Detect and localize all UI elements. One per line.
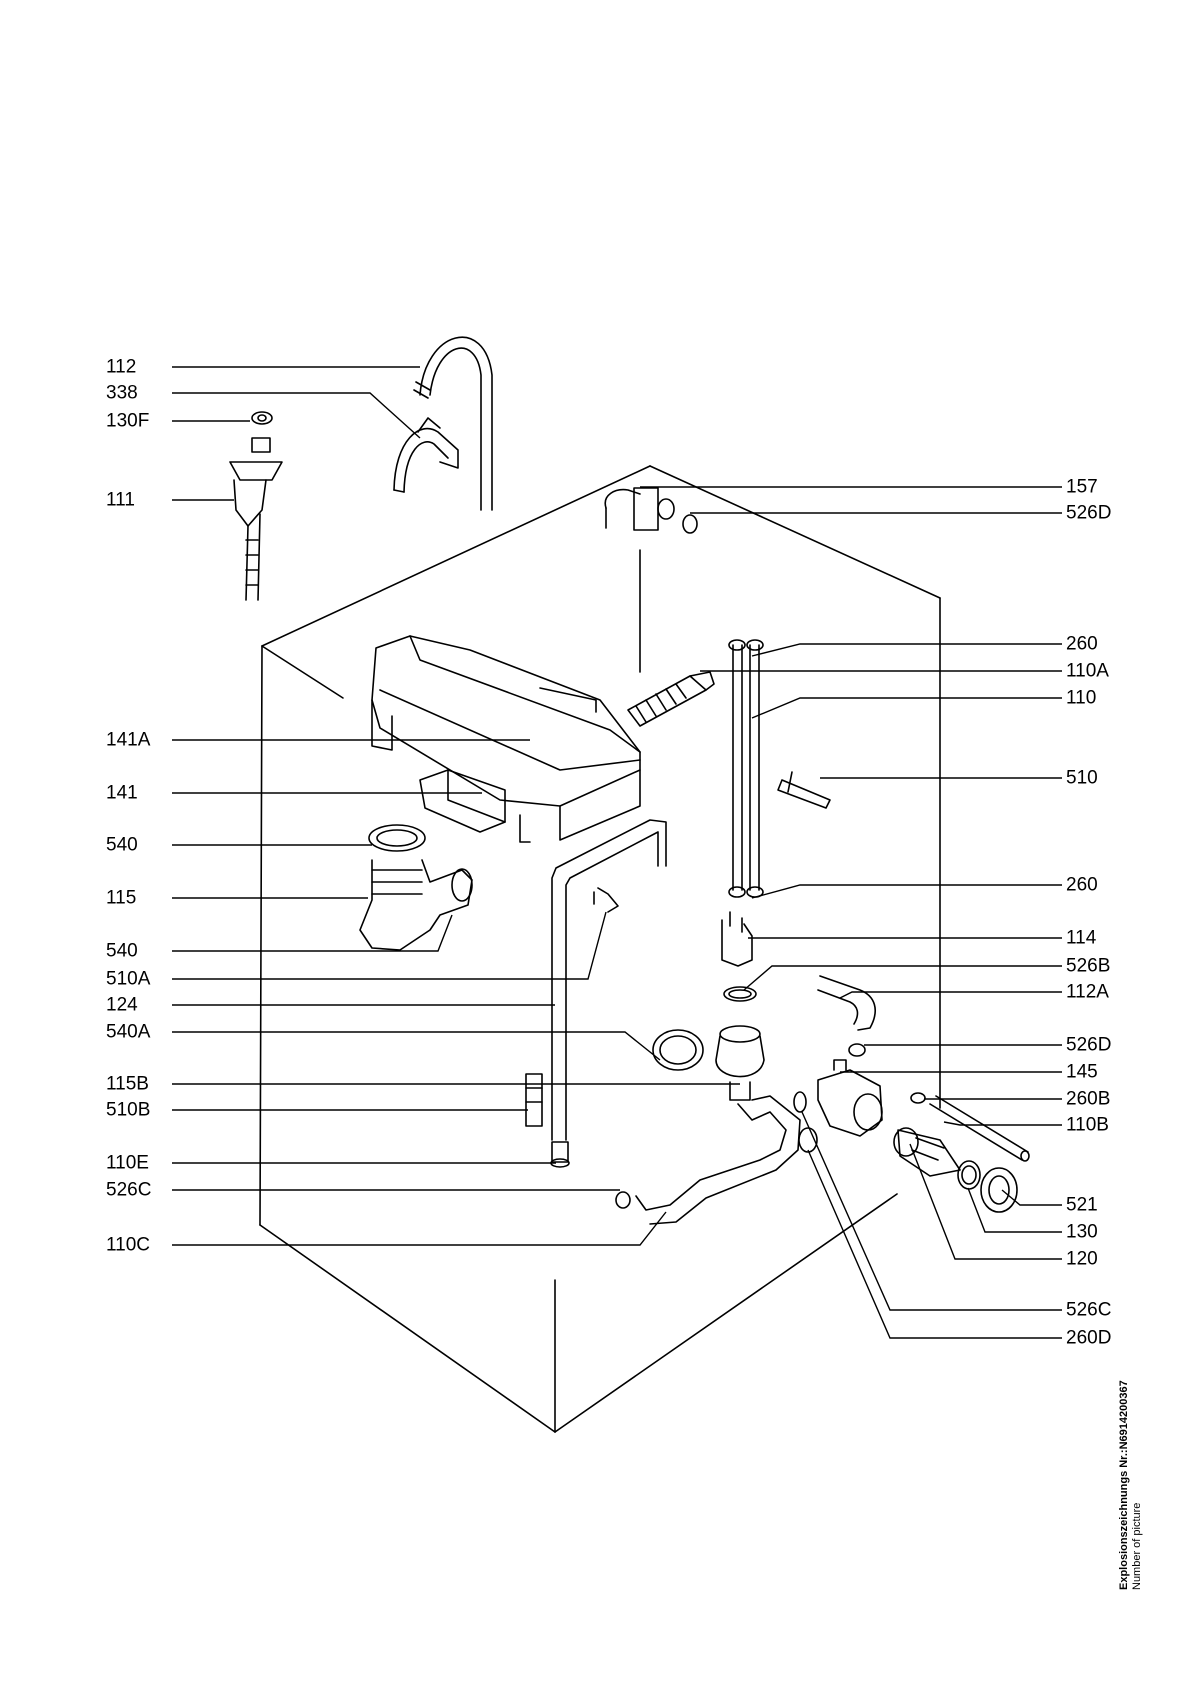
part-label: 141: [106, 782, 138, 804]
filter-housing-120: [893, 1127, 961, 1177]
leader-lines: [172, 366, 1062, 1339]
part-label: 157: [1066, 476, 1098, 498]
caption-line-2: Number of picture: [1131, 1502, 1143, 1590]
part-label: 112A: [1066, 981, 1109, 1003]
drain-hose-110C: [635, 1095, 801, 1225]
inlet-hose-112: [413, 336, 493, 511]
hose-clip-260D: [798, 1127, 818, 1153]
ring-540A: [652, 1029, 704, 1071]
part-label: 112: [106, 356, 137, 378]
rod-110B: [929, 1095, 1030, 1162]
part-label: 540: [106, 834, 138, 856]
hose-clip-526D-mid: [848, 1043, 866, 1057]
cabinet-outline: [259, 465, 941, 1433]
part-label: 110B: [1066, 1114, 1109, 1136]
seal-130: [957, 1160, 981, 1190]
part-label: 521: [1066, 1194, 1098, 1216]
part-label: 510B: [106, 1099, 151, 1121]
part-label: 526D: [1066, 502, 1112, 524]
part-label: 110A: [1066, 660, 1109, 682]
part-label: 110E: [106, 1152, 149, 1174]
tube-115B: [525, 1073, 543, 1127]
clamp-526B: [723, 986, 757, 1002]
hose-124: [551, 819, 667, 1141]
part-label: 338: [106, 382, 138, 404]
part-label: 260: [1066, 633, 1098, 655]
sump-chamber: [715, 1025, 765, 1101]
dispenser-duct-141: [419, 769, 506, 833]
part-label: 145: [1066, 1061, 1098, 1083]
part-label: 130F: [106, 410, 150, 432]
picture-number-caption: Explosionszeichnungs Nr.:N6914200367 Num…: [1118, 1380, 1143, 1590]
part-label: 526C: [1066, 1299, 1112, 1321]
hose-110A: [627, 671, 715, 727]
part-label: 130: [1066, 1221, 1098, 1243]
part-label: 260: [1066, 874, 1098, 896]
nozzle-114: [721, 911, 753, 967]
caption-line-1: Explosionszeichnungs Nr.:N6914200367: [1118, 1380, 1130, 1590]
part-label: 526B: [1066, 955, 1111, 977]
part-label: 115: [106, 887, 137, 909]
clip-510: [777, 771, 831, 809]
cap-521: [980, 1167, 1018, 1213]
part-label: 114: [1066, 927, 1097, 949]
hose-bracket-338: [393, 417, 459, 493]
hose-clip-526D-top: [682, 514, 698, 534]
part-label: 110C: [106, 1234, 151, 1256]
part-label: 510: [1066, 767, 1098, 789]
part-label: 510A: [106, 968, 151, 990]
inlet-valve-111: [229, 437, 283, 601]
vent-elbow-157: [604, 487, 675, 531]
part-label: 111: [106, 489, 135, 511]
part-label: 141A: [106, 729, 151, 751]
part-label: 526D: [1066, 1034, 1112, 1056]
part-label: 115B: [106, 1073, 149, 1095]
part-label: 260D: [1066, 1327, 1112, 1349]
part-label: 540A: [106, 1021, 151, 1043]
sump-hose-115: [359, 859, 473, 951]
part-label: 110: [1066, 687, 1097, 709]
hose-clip-526C-right: [793, 1091, 807, 1113]
dispenser-141A: [371, 635, 641, 843]
nut-130F: [251, 411, 273, 425]
part-label: 124: [106, 994, 138, 1016]
hose-110-pair: [728, 639, 764, 898]
ring-540-top: [368, 824, 426, 852]
part-label: 540: [106, 940, 138, 962]
clip-510A: [593, 887, 619, 913]
hose-112A: [817, 975, 876, 1031]
clip-260B: [910, 1092, 926, 1104]
part-label: 120: [1066, 1248, 1098, 1270]
hose-clip-526C-left: [615, 1191, 631, 1209]
part-label: 526C: [106, 1179, 152, 1201]
part-label: 260B: [1066, 1088, 1111, 1110]
